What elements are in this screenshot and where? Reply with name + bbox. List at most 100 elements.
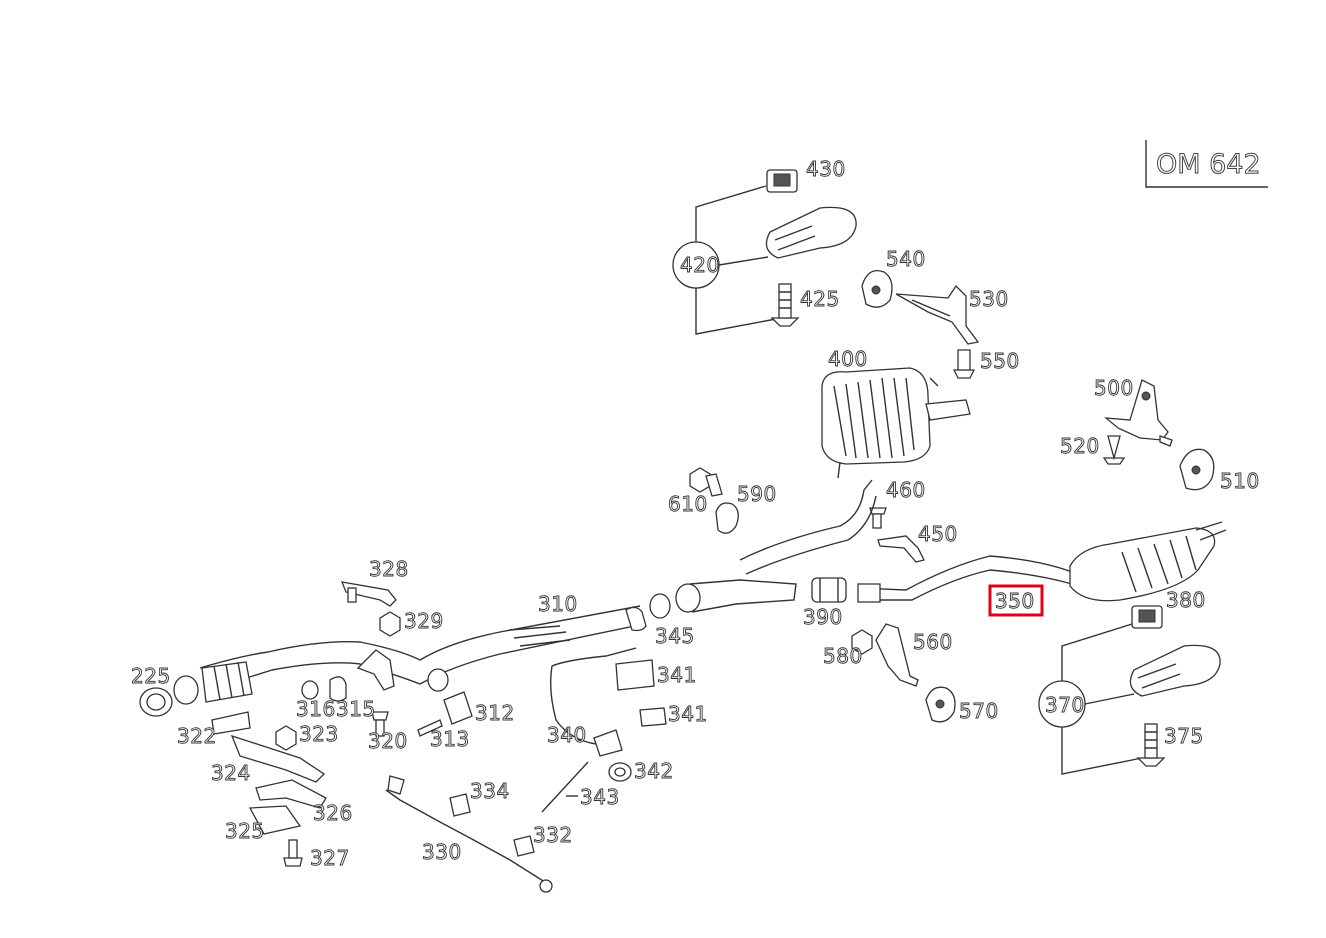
part-330-cable[interactable] [385, 775, 553, 893]
part-430-clip[interactable] [766, 169, 798, 193]
label-334[interactable]: 334 [470, 779, 510, 804]
label-316[interactable]: 316 [296, 697, 336, 722]
label-500[interactable]: 500 [1094, 376, 1134, 401]
part-312-rubber-bush[interactable] [427, 668, 473, 725]
part-550-screw[interactable] [952, 349, 976, 379]
label-530[interactable]: 530 [969, 287, 1009, 312]
part-342-washer[interactable] [608, 762, 632, 782]
label-460[interactable]: 460 [886, 478, 926, 503]
part-323-nut[interactable] [275, 725, 297, 751]
label-342[interactable]: 342 [634, 759, 674, 784]
part-310-front-pipe[interactable] [199, 605, 647, 691]
part-329-nut[interactable] [379, 611, 401, 637]
part-500-bracket[interactable] [1104, 379, 1173, 447]
part-313-bolt[interactable] [417, 719, 443, 737]
part-380-clip[interactable] [1131, 605, 1163, 629]
label-313[interactable]: 313 [430, 727, 470, 752]
label-550[interactable]: 550 [980, 349, 1020, 374]
part-390-clamp[interactable] [811, 577, 847, 603]
label-326[interactable]: 326 [313, 801, 353, 826]
part-labels: 430 420 425 540 530 550 400 500 520 510 … [131, 157, 1260, 871]
label-310[interactable]: 310 [538, 592, 578, 617]
label-341-upper[interactable]: 341 [657, 663, 697, 688]
label-330[interactable]: 330 [422, 840, 462, 865]
part-341b-clip[interactable] [639, 707, 667, 727]
part-326-plate[interactable] [255, 779, 327, 809]
part-320-bolt[interactable] [371, 711, 389, 737]
part-530-bracket[interactable] [895, 284, 980, 345]
part-520-screw[interactable] [1102, 435, 1126, 465]
label-510[interactable]: 510 [1220, 469, 1260, 494]
part-327-bolt[interactable] [283, 839, 303, 867]
engine-label-box: OM 642 [1145, 140, 1268, 188]
part-510-rubber-mount[interactable] [1179, 448, 1215, 491]
part-400-rear-silencer[interactable] [821, 367, 971, 479]
part-460-screw[interactable] [869, 507, 887, 529]
part-590-bracket[interactable] [705, 473, 739, 534]
part-350-end-silencer[interactable] [1069, 521, 1227, 602]
group-370-bracket [1038, 623, 1143, 775]
part-316-nut[interactable] [301, 680, 319, 700]
part-560-bracket[interactable] [875, 623, 919, 687]
label-345[interactable]: 345 [655, 624, 695, 649]
part-345-clamp[interactable] [649, 593, 671, 619]
label-430[interactable]: 430 [806, 157, 846, 182]
label-350[interactable]: 350 [995, 589, 1035, 614]
label-325[interactable]: 325 [225, 819, 265, 844]
label-375[interactable]: 375 [1164, 724, 1204, 749]
label-425[interactable]: 425 [800, 287, 840, 312]
part-315-bush[interactable] [329, 676, 347, 702]
label-370[interactable]: 370 [1045, 693, 1085, 718]
part-225-clamp[interactable] [139, 687, 173, 717]
label-343[interactable]: 343 [580, 785, 620, 810]
label-520[interactable]: 520 [1060, 434, 1100, 459]
label-390[interactable]: 390 [803, 605, 843, 630]
label-610[interactable]: 610 [668, 492, 708, 517]
label-327[interactable]: 327 [310, 846, 350, 871]
label-329[interactable]: 329 [404, 609, 444, 634]
part-540-rubber-mount[interactable] [861, 269, 893, 308]
part-324-bracket[interactable] [230, 734, 326, 783]
part-343-rod[interactable] [541, 761, 589, 813]
label-225[interactable]: 225 [131, 664, 171, 689]
part-340-sensor[interactable] [549, 647, 637, 757]
label-340[interactable]: 340 [547, 723, 587, 748]
label-322[interactable]: 322 [177, 724, 217, 749]
part-310-catalyst[interactable] [173, 661, 253, 705]
part-332-clip[interactable] [513, 835, 535, 857]
label-323[interactable]: 323 [299, 722, 339, 747]
part-425-screw[interactable] [770, 283, 800, 327]
part-flange-pipe[interactable] [675, 479, 877, 613]
label-328[interactable]: 328 [369, 557, 409, 582]
part-322-bracket[interactable] [211, 711, 251, 735]
part-450-bracket[interactable] [877, 535, 925, 563]
label-380[interactable]: 380 [1166, 588, 1206, 613]
label-315[interactable]: 315 [336, 697, 376, 722]
selected-part-highlight [988, 584, 1044, 617]
part-328-bracket[interactable] [340, 581, 397, 607]
label-540[interactable]: 540 [886, 247, 926, 272]
part-middle-hanger[interactable] [356, 649, 395, 691]
label-450[interactable]: 450 [918, 522, 958, 547]
part-570-rubber-mount[interactable] [925, 686, 956, 723]
part-350-rear-pipe[interactable] [857, 555, 1073, 603]
part-334-clip[interactable] [449, 793, 471, 817]
label-324[interactable]: 324 [211, 761, 251, 786]
label-580[interactable]: 580 [823, 644, 863, 669]
part-375-screw[interactable] [1136, 723, 1166, 767]
label-400[interactable]: 400 [828, 347, 868, 372]
engine-label: OM 642 [1156, 149, 1261, 180]
label-420[interactable]: 420 [680, 253, 720, 278]
part-341a-clip[interactable] [615, 659, 655, 691]
label-570[interactable]: 570 [959, 699, 999, 724]
part-325-bracket[interactable] [248, 805, 302, 835]
label-560[interactable]: 560 [913, 630, 953, 655]
label-312[interactable]: 312 [475, 701, 515, 726]
part-370-tailpipe-trim[interactable] [1129, 644, 1221, 697]
part-420-tailpipe-trim[interactable] [765, 206, 857, 259]
part-580-nut[interactable] [851, 629, 873, 655]
label-332[interactable]: 332 [533, 823, 573, 848]
label-590[interactable]: 590 [737, 482, 777, 507]
label-320[interactable]: 320 [368, 729, 408, 754]
label-341-lower[interactable]: 341 [668, 702, 708, 727]
